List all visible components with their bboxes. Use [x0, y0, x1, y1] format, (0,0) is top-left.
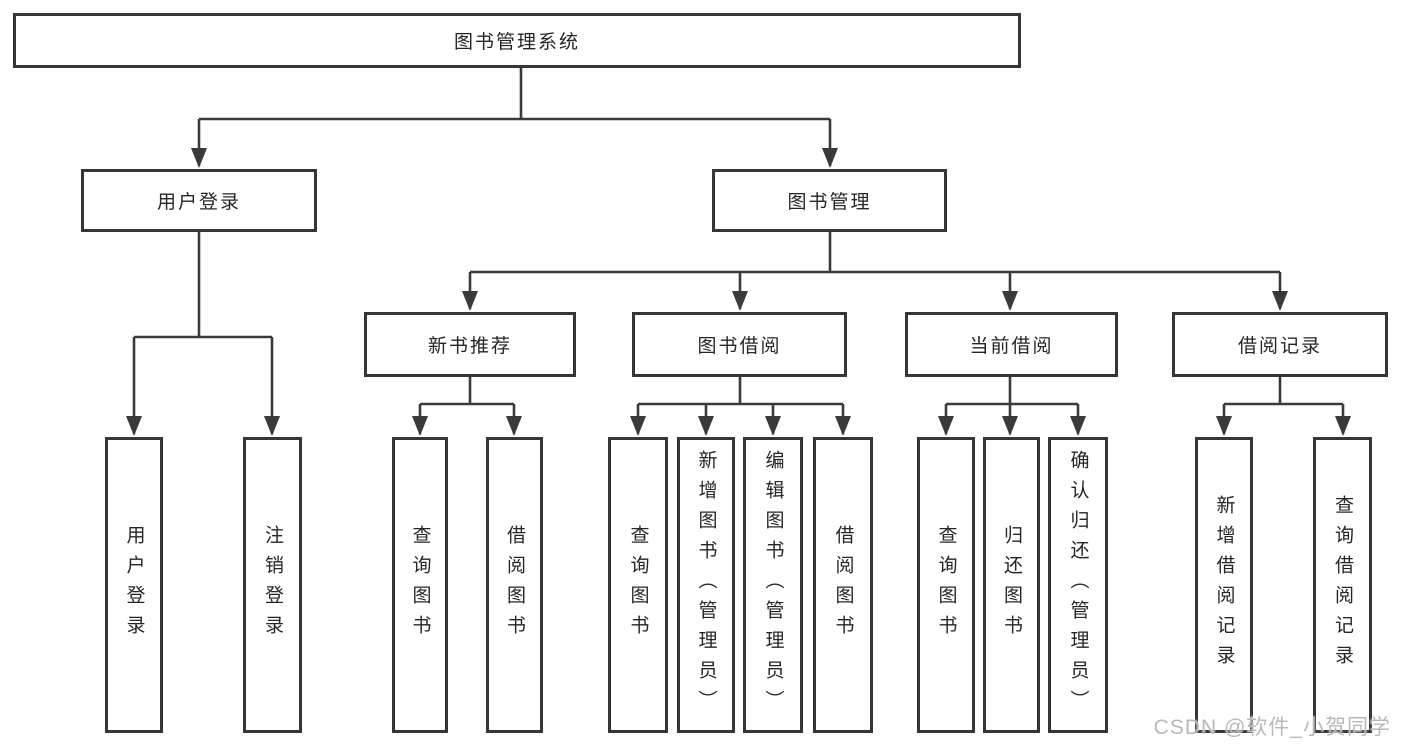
connector-newbook-to-leaves: [420, 377, 514, 406]
leaf-add-book-admin: 新增图书（管理员）: [677, 437, 735, 733]
leaf-logout: 注销登录: [243, 437, 302, 733]
connector-bookborrow-to-leaves: [638, 377, 843, 406]
leaf-confirm-return-admin: 确认归还（管理员）: [1048, 437, 1108, 733]
connector-bookmgmt-to-level3: [470, 232, 1280, 274]
leaf-user-login: 用户登录: [105, 437, 163, 733]
node-new-book-recommend: 新书推荐: [364, 312, 576, 377]
leaf-add-borrow-record: 新增借阅记录: [1195, 437, 1253, 733]
node-book-borrow: 图书借阅: [632, 312, 847, 377]
node-book-management: 图书管理: [712, 169, 947, 232]
connector-root-to-level2: [199, 68, 830, 121]
watermark-text: CSDN @软件_小贺同学: [1153, 716, 1391, 739]
leaf-query-books-recommend: 查询图书: [392, 437, 448, 733]
node-current-borrow: 当前借阅: [905, 312, 1118, 377]
connector-borrowrecords-to-leaves: [1224, 377, 1343, 406]
leaf-return-book: 归还图书: [983, 437, 1040, 733]
leaf-borrow-books-recommend: 借阅图书: [486, 437, 543, 733]
leaf-query-books-current: 查询图书: [917, 437, 975, 733]
connector-currentborrow-to-leaves: [946, 377, 1078, 406]
leaf-query-books-borrow: 查询图书: [608, 437, 668, 733]
connector-userlogin-to-leaves: [134, 232, 272, 339]
leaf-edit-book-admin: 编辑图书（管理员）: [743, 437, 803, 733]
node-user-login: 用户登录: [81, 169, 317, 232]
leaf-query-borrow-record: 查询借阅记录: [1313, 437, 1372, 733]
node-root-system: 图书管理系统: [13, 13, 1021, 68]
node-borrow-records: 借阅记录: [1172, 312, 1388, 377]
leaf-borrow-books: 借阅图书: [813, 437, 873, 733]
